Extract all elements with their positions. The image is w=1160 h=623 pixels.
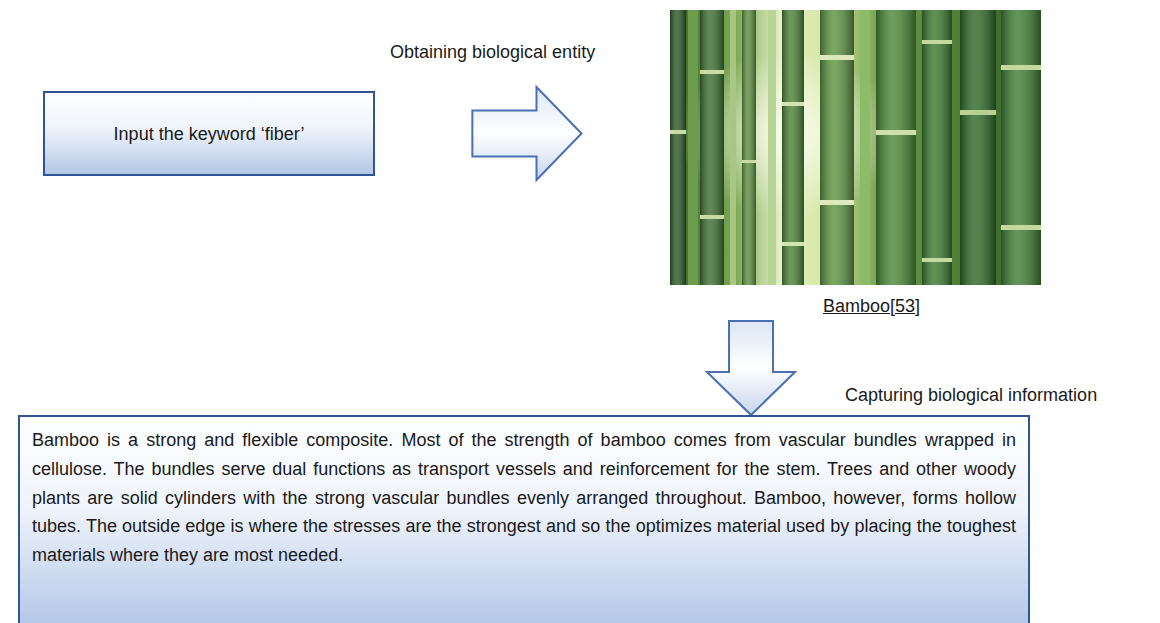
bamboo-stalk xyxy=(768,10,776,285)
bamboo-stalk xyxy=(688,10,698,285)
stalk-node xyxy=(670,130,686,134)
description-text: Bamboo is a strong and flexible composit… xyxy=(32,426,1016,570)
stalk-node xyxy=(782,102,804,106)
stalk-node xyxy=(922,40,952,44)
stalk-node xyxy=(922,258,952,262)
arrow-shape xyxy=(707,321,795,415)
bamboo-stalk xyxy=(922,10,952,285)
bamboo-stalk xyxy=(960,10,996,285)
description-box: Bamboo is a strong and flexible composit… xyxy=(18,415,1030,623)
stalk-node xyxy=(782,242,804,246)
bamboo-stalk xyxy=(1001,10,1041,285)
bamboo-stalk xyxy=(700,10,724,285)
block-arrow xyxy=(707,321,795,415)
photo-background xyxy=(670,10,1041,285)
stalk-shading xyxy=(820,10,854,285)
stalk-node xyxy=(742,160,756,163)
stalk-shading xyxy=(960,10,996,285)
stalk-node xyxy=(820,200,854,205)
stalk-node xyxy=(1001,65,1041,70)
input-text: Input the keyword ‘fiber’ xyxy=(114,123,305,145)
bamboo-photo xyxy=(670,10,1041,285)
light-glow xyxy=(670,10,1041,285)
arrow-shape xyxy=(472,87,581,180)
stalk-shading xyxy=(742,10,756,285)
edge-label: Obtaining biological entity xyxy=(390,41,595,63)
stalk-node xyxy=(876,130,916,135)
bamboo-stalk xyxy=(670,10,686,285)
stalk-node xyxy=(820,55,854,60)
bamboo-stalk xyxy=(742,10,756,285)
stalk-shading xyxy=(700,10,724,285)
stalk-node xyxy=(960,110,996,115)
stalk-node xyxy=(700,70,724,74)
stalk-shading xyxy=(922,10,952,285)
bamboo-stalk xyxy=(730,10,736,285)
bamboo-stalk xyxy=(820,10,854,285)
stalk-node xyxy=(1001,225,1041,230)
stalk-shading xyxy=(1001,10,1041,285)
input-box: Input the keyword ‘fiber’ xyxy=(43,91,375,176)
stalk-node xyxy=(700,215,724,219)
figure-caption: Bamboo[53] xyxy=(670,295,1041,317)
stalk-shading xyxy=(670,10,686,285)
edge-label: Capturing biological information xyxy=(845,384,1097,406)
bamboo-stalk xyxy=(782,10,804,285)
block-arrow xyxy=(472,87,581,180)
bamboo-stalk xyxy=(860,10,870,285)
stalk-shading xyxy=(782,10,804,285)
bamboo-figure: Bamboo[53] xyxy=(670,10,1041,319)
bamboo-stalk xyxy=(876,10,916,285)
stalk-shading xyxy=(876,10,916,285)
